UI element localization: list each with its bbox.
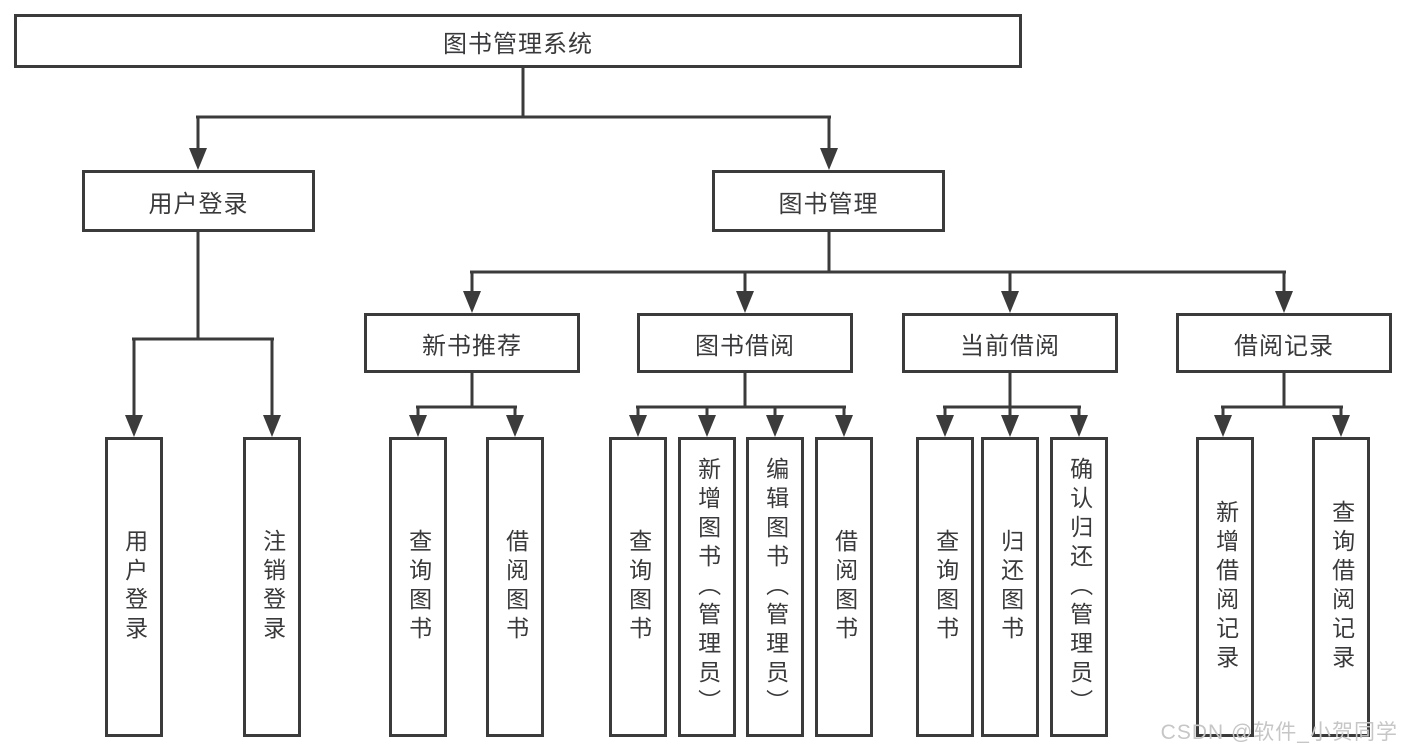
- arrowheads: [125, 148, 1350, 437]
- connector-root: [196, 68, 831, 149]
- connector-book-borrow: [636, 373, 846, 416]
- node-leaf-query-borrow-record: 查询借阅记录: [1312, 437, 1370, 737]
- node-leaf-query-books: 查询图书: [609, 437, 667, 737]
- node-leaf-return-books: 归还图书: [981, 437, 1039, 737]
- node-leaf-query-books: 查询图书: [916, 437, 974, 737]
- node-label: 新书推荐: [422, 332, 522, 360]
- connector-new-books: [416, 373, 517, 416]
- connector-book-mgmt: [470, 232, 1286, 292]
- node-label: 图书借阅: [695, 332, 795, 360]
- node-leaf-edit-books-admin: 编辑图书（管理员）: [746, 437, 804, 737]
- node-label: 查询图书: [625, 529, 652, 645]
- node-leaf-borrow-books: 借阅图书: [486, 437, 544, 737]
- node-label: 编辑图书（管理员）: [762, 456, 789, 718]
- node-label: 用户登录: [148, 190, 249, 218]
- node-label: 新增图书（管理员）: [694, 456, 721, 718]
- node-label: 用户登录: [121, 529, 148, 645]
- node-book-borrowing: 图书借阅: [637, 313, 853, 373]
- node-label: 借阅记录: [1234, 332, 1334, 360]
- node-label: 归还图书: [997, 529, 1024, 645]
- node-book-management: 图书管理: [712, 170, 945, 232]
- node-leaf-logout: 注销登录: [243, 437, 301, 737]
- node-label: 图书管理系统: [443, 30, 593, 58]
- connector-current-borrow: [943, 373, 1081, 416]
- node-label: 查询图书: [405, 529, 432, 645]
- node-leaf-query-books: 查询图书: [389, 437, 447, 737]
- node-leaf-borrow-books: 借阅图书: [815, 437, 873, 737]
- node-user-login: 用户登录: [82, 170, 315, 232]
- node-leaf-add-borrow-record: 新增借阅记录: [1196, 437, 1254, 737]
- node-label: 查询借阅记录: [1328, 500, 1355, 674]
- connector-borrow-records: [1221, 373, 1343, 416]
- node-leaf-confirm-return-admin: 确认归还（管理员）: [1050, 437, 1108, 737]
- node-leaf-user-login: 用户登录: [105, 437, 163, 737]
- node-leaf-add-books-admin: 新增图书（管理员）: [678, 437, 736, 737]
- node-label: 借阅图书: [831, 529, 858, 645]
- node-current-borrowing: 当前借阅: [902, 313, 1118, 373]
- node-label: 当前借阅: [960, 332, 1060, 360]
- node-new-book-recommend: 新书推荐: [364, 313, 580, 373]
- node-label: 图书管理: [778, 190, 879, 218]
- watermark: CSDN @软件_小贺同学: [1160, 721, 1398, 744]
- node-label: 借阅图书: [502, 529, 529, 645]
- connector-user-login: [132, 232, 274, 416]
- node-label: 注销登录: [259, 529, 286, 645]
- node-borrowing-records: 借阅记录: [1176, 313, 1392, 373]
- node-label: 查询图书: [932, 529, 959, 645]
- node-label: 新增借阅记录: [1212, 500, 1239, 674]
- node-library-system: 图书管理系统: [14, 14, 1022, 68]
- node-label: 确认归还（管理员）: [1066, 456, 1093, 718]
